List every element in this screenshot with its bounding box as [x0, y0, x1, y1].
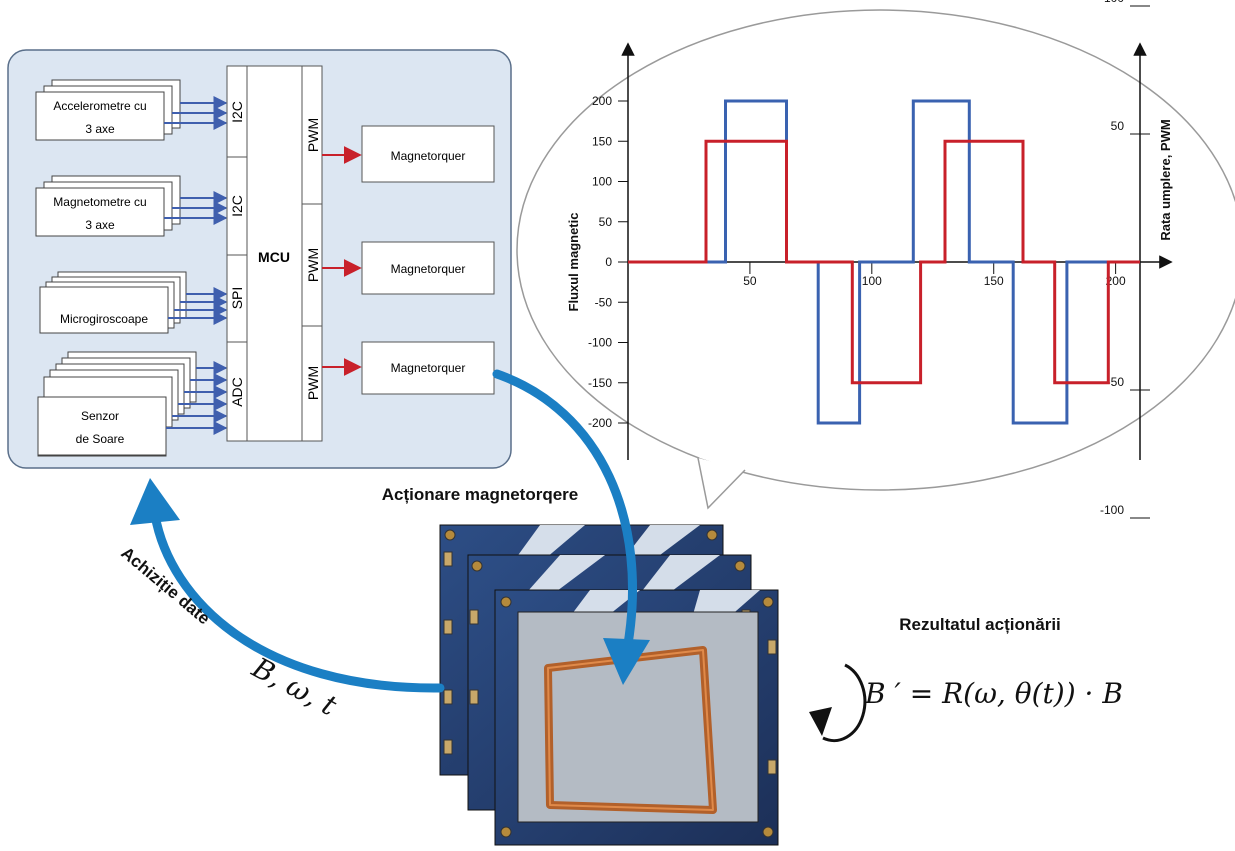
y-right-tick-label: 50 [1111, 119, 1125, 133]
sensor-label: Accelerometre cu [53, 99, 146, 113]
y-left-tick-label: 150 [592, 134, 612, 148]
y-left-tick-label: -200 [588, 416, 612, 430]
interface-label: I2C [229, 101, 245, 123]
sensor-microgyroscope: Microgiroscoape [40, 272, 186, 333]
magnetorquer-label: Magnetorquer [391, 149, 466, 163]
x-tick-label: 100 [862, 274, 882, 288]
sensor-label: 3 axe [85, 218, 115, 232]
interface-label: SPI [229, 287, 245, 310]
pwm-label: PWM [305, 248, 321, 282]
interface-label: I2C [229, 195, 245, 217]
y-right-tick-label: -100 [1100, 503, 1124, 517]
y-left-tick-label: 100 [592, 175, 612, 189]
chart-bubble [517, 10, 1235, 508]
mcu-block: MCU [247, 66, 302, 441]
sensor-magnetometer: Magnetometre cu 3 axe [36, 176, 180, 236]
magnetorquer-label: Magnetorquer [391, 361, 466, 375]
sensor-label: de Soare [76, 432, 125, 446]
magnetorquer-label: Magnetorquer [391, 262, 466, 276]
y-left-tick-label: 0 [605, 255, 612, 269]
block-diagram-panel: Accelerometre cu 3 axe Magnetometre cu 3… [8, 50, 511, 468]
magnetorquer-block: Magnetorquer [362, 342, 494, 394]
result-title: Rezultatul acționării [899, 615, 1061, 634]
result-formula: B ′ = R(ω, θ(t)) · B [864, 677, 1123, 710]
pwm-column: PWM PWM PWM [302, 66, 322, 441]
y-axis-right-label: Rata umplere, PWM [1158, 119, 1173, 240]
y-left-tick-label: 50 [599, 215, 613, 229]
sensor-label: Magnetometre cu [53, 195, 146, 209]
pwm-label: PWM [305, 118, 321, 152]
sensor-label: Senzor [81, 409, 119, 423]
actuation-label: Acționare magnetorqere [382, 485, 579, 504]
sensor-accelerometer: Accelerometre cu 3 axe [36, 80, 180, 140]
pwm-label: PWM [305, 366, 321, 400]
interface-column: I2C I2C SPI ADC [227, 66, 247, 441]
mcu-label: MCU [258, 249, 290, 265]
y-left-tick-label: -150 [588, 376, 612, 390]
pcb-board-stack [440, 525, 778, 845]
y-left-tick-label: 200 [592, 94, 612, 108]
sensor-label: 3 axe [85, 122, 115, 136]
x-tick-label: 50 [743, 274, 757, 288]
sensor-label: Microgiroscoape [60, 312, 148, 326]
y-axis-left-label: Fluxul magnetic [566, 213, 581, 312]
rotation-arrow-icon [809, 665, 865, 741]
magnetorquer-block: Magnetorquer [362, 242, 494, 294]
y-left-tick-label: -50 [595, 295, 613, 309]
y-right-tick-label: 100 [1104, 0, 1124, 5]
interface-label: ADC [229, 377, 245, 407]
y-left-tick-label: -100 [588, 336, 612, 350]
magnetorquer-block: Magnetorquer [362, 126, 494, 182]
x-tick-label: 150 [984, 274, 1004, 288]
